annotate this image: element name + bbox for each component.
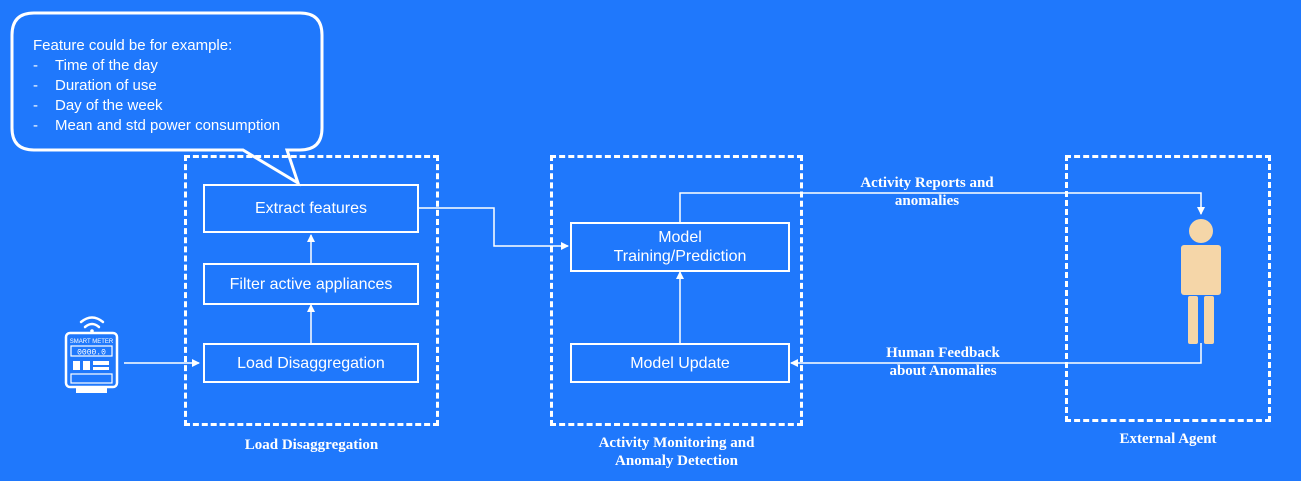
smart-meter-icon: SMART METER 0000.0 xyxy=(64,331,119,393)
callout-item: -Duration of use xyxy=(33,77,157,94)
callout-intro: Feature could be for example: xyxy=(33,37,233,54)
edge-label-feedback: Human Feedback about Anomalies xyxy=(886,345,1000,379)
node-model-update: Model Update xyxy=(570,343,790,383)
group-load-disaggregation xyxy=(184,155,439,426)
group-external-agent xyxy=(1065,155,1271,422)
callout-text: Feature could be for example: -Time of t… xyxy=(33,36,280,136)
node-model-training: Model Training/Prediction xyxy=(570,222,790,272)
group-label-activity: Activity Monitoring and Anomaly Detectio… xyxy=(598,435,755,469)
group-activity-monitoring xyxy=(550,155,803,426)
node-model-line1: Model xyxy=(658,229,702,246)
callout-bubble xyxy=(10,11,324,187)
node-model-line2: Training/Prediction xyxy=(613,248,747,265)
callout-bullet: - xyxy=(33,77,38,94)
node-filter-active-appliances: Filter active appliances xyxy=(203,263,419,305)
group-label-load: Load Disaggregation xyxy=(244,437,379,453)
edge-model-to-person xyxy=(679,192,1205,222)
person-icon xyxy=(1181,219,1221,344)
edge-person-to-update xyxy=(790,343,1202,367)
node-load-disaggregation: Load Disaggregation xyxy=(203,343,419,383)
callout-bullet: - xyxy=(33,57,38,74)
callout-item: -Time of the day xyxy=(33,57,158,74)
callout-item: -Day of the week xyxy=(33,97,163,114)
callout-bullet: - xyxy=(33,117,38,134)
meter-reading: 0000.0 xyxy=(77,349,106,358)
edge-extract-to-model xyxy=(419,207,569,250)
meter-label: SMART METER xyxy=(70,339,114,345)
callout-item: -Mean and std power consumption xyxy=(33,117,281,134)
wifi-icon xyxy=(79,316,105,333)
group-label-external: External Agent xyxy=(1119,431,1217,447)
edge-label-reports: Activity Reports and anomalies xyxy=(860,175,994,209)
callout-bullet: - xyxy=(33,97,38,114)
node-extract-features: Extract features xyxy=(203,184,419,233)
